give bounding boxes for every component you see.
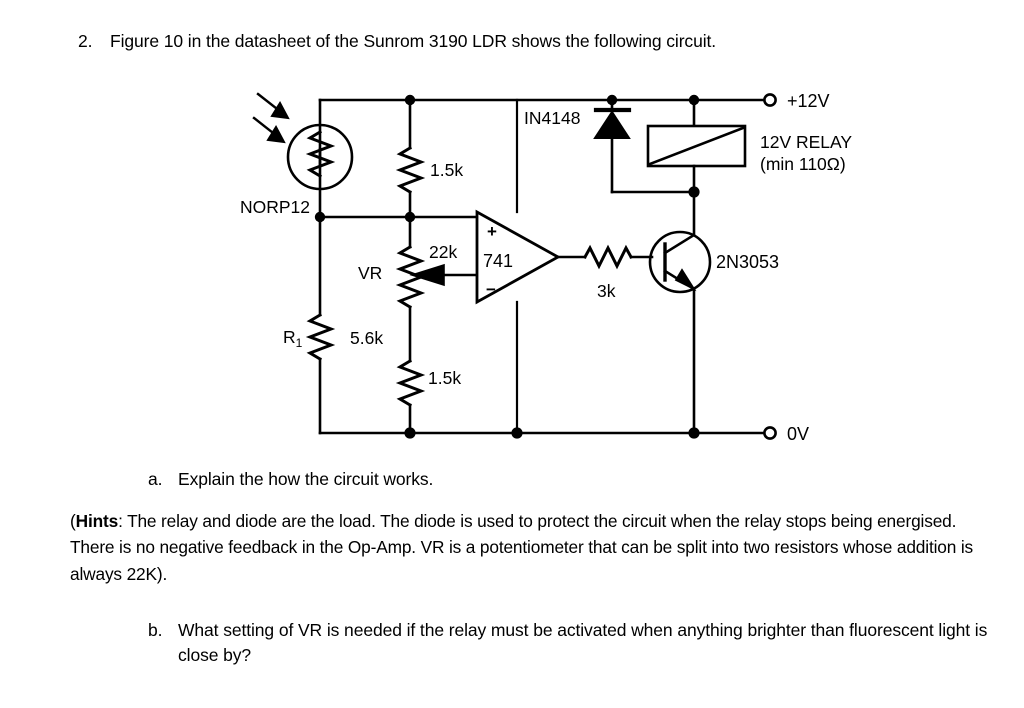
r-1k5-bottom-zigzag — [395, 358, 426, 408]
label-r-1k5-top: 1.5k — [430, 160, 463, 180]
transistor-body-circle — [648, 230, 712, 294]
relay-coil-diagonal — [648, 126, 745, 166]
label-opamp-minus: − — [486, 280, 496, 299]
vr-wiper-arrow — [409, 263, 445, 287]
label-ldr: NORP12 — [240, 197, 310, 217]
light-arrow-2-head — [266, 124, 286, 144]
question-2a: a. Explain the how the circuit works. — [148, 468, 968, 492]
hints-open-paren: ( — [70, 511, 76, 531]
node-relay-collector — [688, 186, 700, 198]
hints-label: Hints — [75, 511, 119, 531]
question-2b-number: b. — [148, 620, 163, 640]
hints-body: : The relay and diode are the load. The … — [70, 511, 974, 584]
label-vr-value: 22k — [429, 242, 457, 262]
label-r-1k5-bottom: 1.5k — [428, 368, 461, 388]
label-opamp-plus: + — [487, 222, 497, 241]
diode-anode-triangle — [593, 110, 631, 139]
question-2: 2. Figure 10 in the datasheet of the Sun… — [78, 30, 978, 54]
question-2b-text: What setting of VR is needed if the rela… — [178, 620, 988, 665]
label-transistor: 2N3053 — [716, 252, 779, 272]
circuit-schematic: NORP12 1.5k 22k VR 1.5k R1 5.6k + − 741 … — [240, 91, 852, 444]
question-2b: b. What setting of VR is needed if the r… — [148, 618, 993, 668]
node-bottom-2 — [511, 427, 523, 439]
opamp-741-triangle — [475, 209, 561, 305]
node-bottom-3 — [688, 427, 700, 439]
terminal-plus12v — [763, 93, 777, 107]
question-2a-number: a. — [148, 469, 163, 489]
transistor-emitter-arrow — [674, 268, 697, 292]
transistor-collector-lead — [663, 233, 696, 255]
label-diode: IN4148 — [524, 108, 580, 128]
question-2-text: Figure 10 in the datasheet of the Sunrom… — [110, 31, 717, 51]
hints-paragraph: (Hints: The relay and diode are the load… — [70, 508, 987, 587]
label-relay-line1: 12V RELAY — [760, 132, 852, 152]
label-relay-line2: (min 110Ω) — [760, 154, 846, 174]
r-1k5-top-zigzag — [395, 145, 426, 195]
circuit-figure: NORP12 1.5k 22k VR 1.5k R1 5.6k + − 741 … — [0, 72, 1024, 457]
label-opamp-741: 741 — [483, 251, 513, 271]
ldr-zigzag — [305, 129, 336, 179]
r-3k-zigzag — [582, 244, 634, 270]
label-r1-name: R1 — [283, 327, 303, 350]
label-vr-name: VR — [358, 263, 382, 283]
question-2-number: 2. — [78, 31, 93, 51]
r1-zigzag — [305, 312, 336, 362]
label-r1-value: 5.6k — [350, 328, 383, 348]
light-arrow-1-head — [270, 100, 290, 120]
terminal-0v — [763, 426, 777, 440]
label-r-3k: 3k — [597, 281, 616, 301]
node-bottom-1 — [404, 427, 416, 439]
label-supply-positive: +12V — [787, 91, 830, 111]
question-2a-text: Explain the how the circuit works. — [178, 469, 434, 489]
label-supply-ground: 0V — [787, 424, 809, 444]
